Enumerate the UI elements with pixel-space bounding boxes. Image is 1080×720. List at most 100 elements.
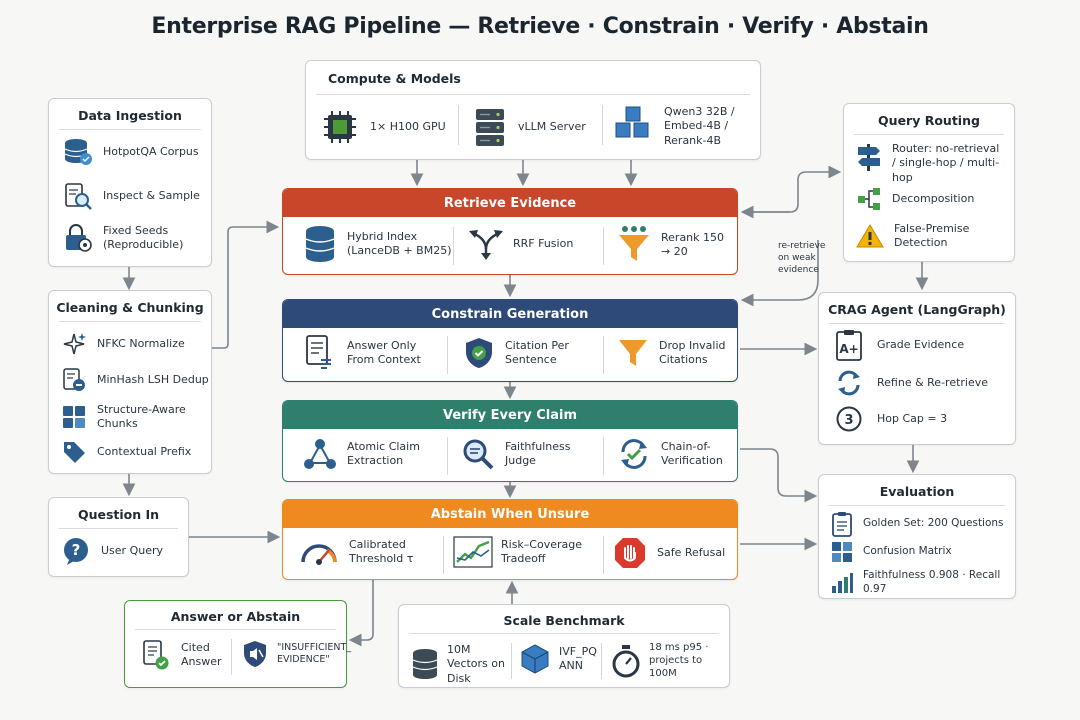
verify-claim-stage: Verify Every Claim Atomic Claim Extracti… — [282, 400, 738, 482]
cleaning-prefix: Contextual Prefix — [61, 439, 191, 465]
scale-title: Scale Benchmark — [503, 613, 625, 628]
svg-text:3: 3 — [844, 413, 853, 428]
routing-false-premise: False-Premise Detection — [856, 222, 984, 251]
data-ingestion-panel: Data Ingestion HotpotQA Corpus Inspect &… — [48, 98, 212, 267]
cited-answer-label: Cited Answer — [181, 640, 222, 668]
refusal-label: Safe Refusal — [657, 545, 726, 559]
crag-refine: Refine & Re-retrieve — [835, 369, 988, 397]
evaluation-metrics: Faithfulness 0.908 · Recall 0.97 — [831, 569, 1015, 596]
sparkle-icon — [61, 331, 87, 357]
vllm-label: vLLM Server — [518, 119, 586, 133]
constrain-citation: Citation Per Sentence — [463, 336, 585, 370]
cleaning-nfkc: NFKC Normalize — [61, 331, 185, 357]
compute-vllm: vLLM Server — [472, 107, 586, 147]
citation-label: Citation Per Sentence — [505, 338, 569, 366]
cleaning-title: Cleaning & Chunking — [56, 300, 204, 315]
warning-icon — [856, 223, 884, 249]
risk-coverage-label: Risk–Coverage Tradeoff — [501, 537, 583, 565]
retrieve-rrf: RRF Fusion — [469, 227, 573, 261]
chunks-label: Structure-Aware Chunks — [97, 403, 186, 431]
hybrid-index-label: Hybrid Index (LanceDB + BM25) — [347, 229, 452, 257]
scale-benchmark-panel: Scale Benchmark 10M Vectors on Disk IVF_… — [398, 604, 730, 688]
crag-agent-panel: CRAG Agent (LangGraph) A+ Grade Evidence… — [818, 292, 1016, 445]
ingestion-title: Data Ingestion — [78, 108, 182, 123]
judge-label: Faithfulness Judge — [505, 439, 571, 467]
question-user-query: ? User Query — [61, 536, 163, 566]
page-title: Enterprise RAG Pipeline — Retrieve · Con… — [151, 14, 929, 39]
question-in-panel: Question In ? User Query — [48, 497, 189, 577]
retrieve-rerank: Rerank 150 → 20 — [617, 225, 731, 265]
constrain-drop-invalid: Drop Invalid Citations — [617, 336, 729, 370]
verify-atomic: Atomic Claim Extraction — [303, 437, 427, 471]
evaluation-panel: Evaluation Golden Set: 200 Questions Con… — [818, 474, 1016, 599]
verify-cove: Chain-of- Verification — [617, 437, 731, 471]
database-icon — [63, 137, 93, 167]
answer-insufficient: "INSUFFICIENT_ EVIDENCE" — [241, 639, 352, 669]
nfkc-label: NFKC Normalize — [97, 336, 185, 350]
abstain-stage: Abstain When Unsure Calibrated Threshold… — [282, 499, 738, 580]
matrix-grid-icon — [831, 541, 853, 563]
insufficient-label: "INSUFFICIENT_ EVIDENCE" — [277, 641, 352, 665]
gauge-icon — [299, 536, 339, 568]
node-graph-icon — [303, 437, 337, 471]
rerank-label: Rerank 150 → 20 — [661, 230, 725, 258]
rrf-label: RRF Fusion — [513, 236, 574, 250]
question-title: Question In — [77, 507, 160, 522]
compute-models-panel: Compute & Models 1× H100 GPU vLLM Server… — [305, 60, 761, 160]
cleaning-chunking-panel: Cleaning & Chunking NFKC Normalize MinHa… — [48, 290, 212, 474]
cove-label: Chain-of- Verification — [661, 439, 723, 467]
inspect-label: Inspect & Sample — [103, 188, 200, 202]
merge-arrows-icon — [469, 227, 503, 261]
vectors-label: 10M Vectors on Disk — [447, 643, 505, 685]
ivfpq-label: IVF_PQ ANN — [559, 644, 597, 672]
evaluation-golden: Golden Set: 200 Questions — [831, 511, 1004, 537]
constrain-context-only: Answer Only From Context — [303, 334, 427, 372]
routing-router: Router: no-retrieval / single-hop / mult… — [856, 142, 1004, 185]
database-disk-icon — [411, 648, 439, 680]
user-query-label: User Query — [101, 543, 163, 557]
funnel-icon — [617, 225, 651, 265]
document-lines-icon — [303, 334, 337, 372]
trend-chart-icon — [453, 536, 493, 568]
scale-ivfpq: IVF_PQ ANN — [519, 643, 599, 675]
retrieve-evidence-stage: Retrieve Evidence Hybrid Index (LanceDB … — [282, 188, 738, 275]
crag-title: CRAG Agent (LangGraph) — [828, 302, 1006, 317]
document-minus-icon — [61, 367, 87, 393]
document-check-icon — [141, 639, 171, 671]
filter-funnel-icon — [617, 336, 649, 370]
retrieve-header: Retrieve Evidence — [283, 189, 737, 217]
shield-mute-icon — [241, 639, 269, 669]
answer-title: Answer or Abstain — [170, 609, 301, 624]
answer-abstain-panel: Answer or Abstain Cited Answer "INSUFFIC… — [124, 600, 352, 688]
golden-label: Golden Set: 200 Questions — [863, 517, 1004, 530]
number-three-icon: 3 — [835, 405, 863, 433]
question-bubble-icon: ? — [61, 536, 91, 566]
confusion-label: Confusion Matrix — [863, 545, 952, 558]
false-premise-label: False-Premise Detection — [894, 222, 970, 250]
grade-label: Grade Evidence — [877, 337, 965, 351]
compute-title: Compute & Models — [328, 71, 461, 86]
svg-text:A+: A+ — [839, 342, 858, 356]
routing-title: Query Routing — [878, 113, 980, 128]
seeds-label: Fixed Seeds (Reproducible) — [103, 223, 184, 251]
cubes-icon — [612, 105, 654, 147]
dedup-label: MinHash LSH Dedup — [97, 372, 209, 386]
grade-a-plus-icon: A+ — [835, 329, 863, 361]
ingestion-seeds: Fixed Seeds (Reproducible) — [63, 223, 193, 253]
query-routing-panel: Query Routing Router: no-retrieval / sin… — [843, 103, 1015, 262]
retrieve-hybrid: Hybrid Index (LanceDB + BM25) — [303, 225, 457, 263]
tree-split-icon — [856, 186, 882, 212]
tag-icon — [61, 439, 87, 465]
abstain-threshold: Calibrated Threshold τ — [299, 536, 419, 568]
refine-label: Refine & Re-retrieve — [877, 375, 989, 389]
latency-label: 18 ms p95 · projects to 100M — [649, 642, 709, 679]
abstain-header: Abstain When Unsure — [283, 500, 737, 528]
verify-judge: Faithfulness Judge — [461, 437, 585, 471]
magnifier-icon — [461, 437, 495, 471]
database-stack-icon — [303, 225, 337, 263]
ingestion-corpus: HotpotQA Corpus — [63, 137, 199, 167]
router-label: Router: no-retrieval / single-hop / mult… — [892, 142, 1000, 184]
prefix-label: Contextual Prefix — [97, 444, 192, 458]
decomposition-label: Decomposition — [892, 191, 975, 205]
